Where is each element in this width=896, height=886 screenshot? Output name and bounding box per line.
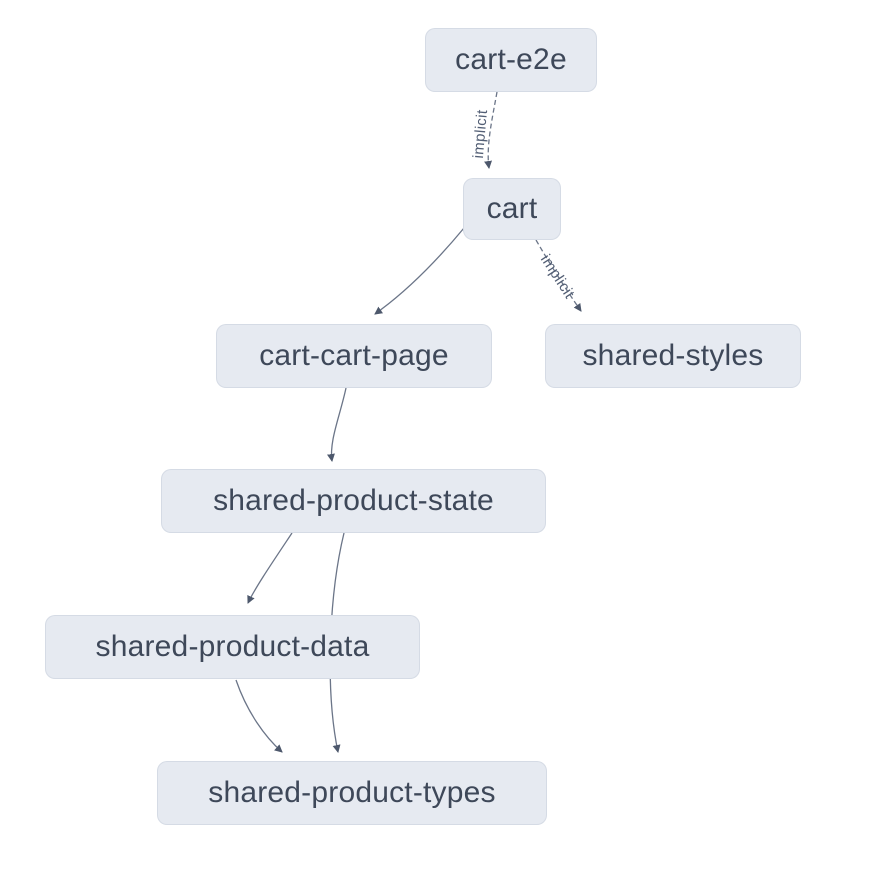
edge-cart-cart-page-to-shared-product-state: [327, 387, 347, 462]
edge-shared-product-state-to-shared-product-data: [247, 532, 293, 604]
graph-node-cart-cart-page[interactable]: cart-cart-page: [216, 324, 492, 388]
edge-shared-product-data-to-shared-product-types: [235, 679, 283, 753]
node-label: shared-product-state: [213, 484, 494, 517]
graph-node-shared-product-data[interactable]: shared-product-data: [45, 615, 420, 679]
graph-node-cart[interactable]: cart: [463, 178, 561, 240]
node-label: cart: [486, 192, 538, 225]
edge-cart-to-cart-cart-page: [374, 227, 465, 315]
graph-node-cart-e2e[interactable]: cart-e2e: [425, 28, 597, 92]
graph-node-shared-product-types[interactable]: shared-product-types: [157, 761, 547, 825]
node-label: shared-product-data: [95, 630, 370, 663]
edge-cart-e2e-to-cart: [484, 91, 498, 169]
node-label: cart-e2e: [455, 43, 567, 76]
graph-node-shared-product-state[interactable]: shared-product-state: [161, 469, 546, 533]
node-label: shared-styles: [582, 339, 764, 372]
edge-label-cart-e2e-to-cart: implicit: [470, 108, 491, 159]
edge-cart-to-shared-styles: [535, 239, 582, 312]
node-label: shared-product-types: [208, 776, 496, 809]
graph-node-shared-styles[interactable]: shared-styles: [545, 324, 801, 388]
node-label: cart-cart-page: [259, 339, 449, 372]
